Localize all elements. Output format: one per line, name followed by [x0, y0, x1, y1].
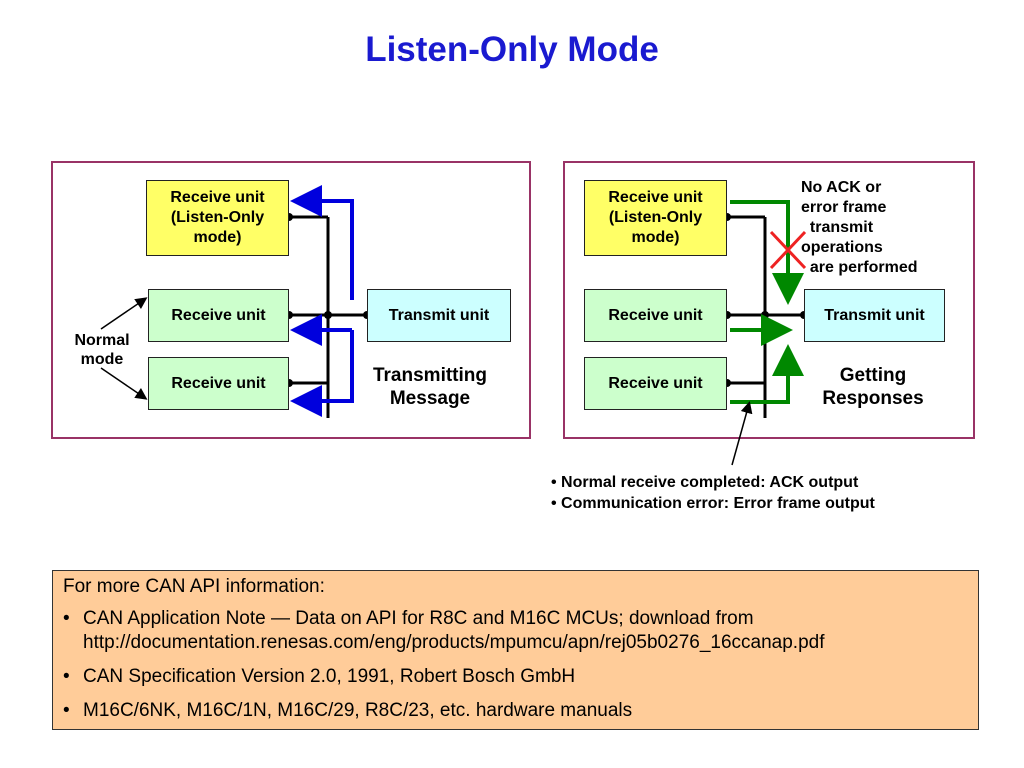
normal-mode-label: Normal mode [74, 332, 130, 368]
red-cross-icon [769, 230, 807, 270]
note-ack-output: • Normal receive completed: ACK output [551, 474, 859, 491]
left-transmit-unit: Transmit unit [367, 289, 511, 342]
notes-pointer [731, 401, 753, 466]
info-list: CAN Application Note — Data on API for R… [63, 607, 968, 723]
right-listen-only-receive-unit: Receive unit (Listen-Only mode) [584, 180, 727, 256]
left-caption: Transmitting Message [372, 365, 487, 409]
info-item-app-note: CAN Application Note — Data on API for R… [63, 607, 968, 655]
right-transmit-unit: Transmit unit [804, 289, 945, 342]
info-heading: For more CAN API information: [63, 576, 325, 597]
left-listen-only-receive-unit: Receive unit (Listen-Only mode) [146, 180, 289, 256]
left-blue-arrows [290, 185, 354, 417]
no-ack-note: No ACK or error frame transmit operation… [801, 179, 918, 276]
info-item-can-spec: CAN Specification Version 2.0, 1991, Rob… [63, 665, 968, 689]
right-green-arrows [730, 200, 804, 404]
info-item-manuals: M16C/6NK, M16C/1N, M16C/29, R8C/23, etc.… [63, 699, 968, 723]
normal-mode-pointers [100, 297, 148, 400]
right-receive-unit-1: Receive unit [584, 289, 727, 342]
page-title: Listen-Only Mode [365, 30, 659, 69]
left-receive-unit-2: Receive unit [148, 357, 289, 410]
right-caption: Getting Responses [822, 365, 924, 409]
info-box: For more CAN API information: CAN Applic… [52, 570, 979, 730]
left-receive-unit-1: Receive unit [148, 289, 289, 342]
note-error-frame-output: • Communication error: Error frame outpu… [551, 495, 875, 512]
right-receive-unit-2: Receive unit [584, 357, 727, 410]
